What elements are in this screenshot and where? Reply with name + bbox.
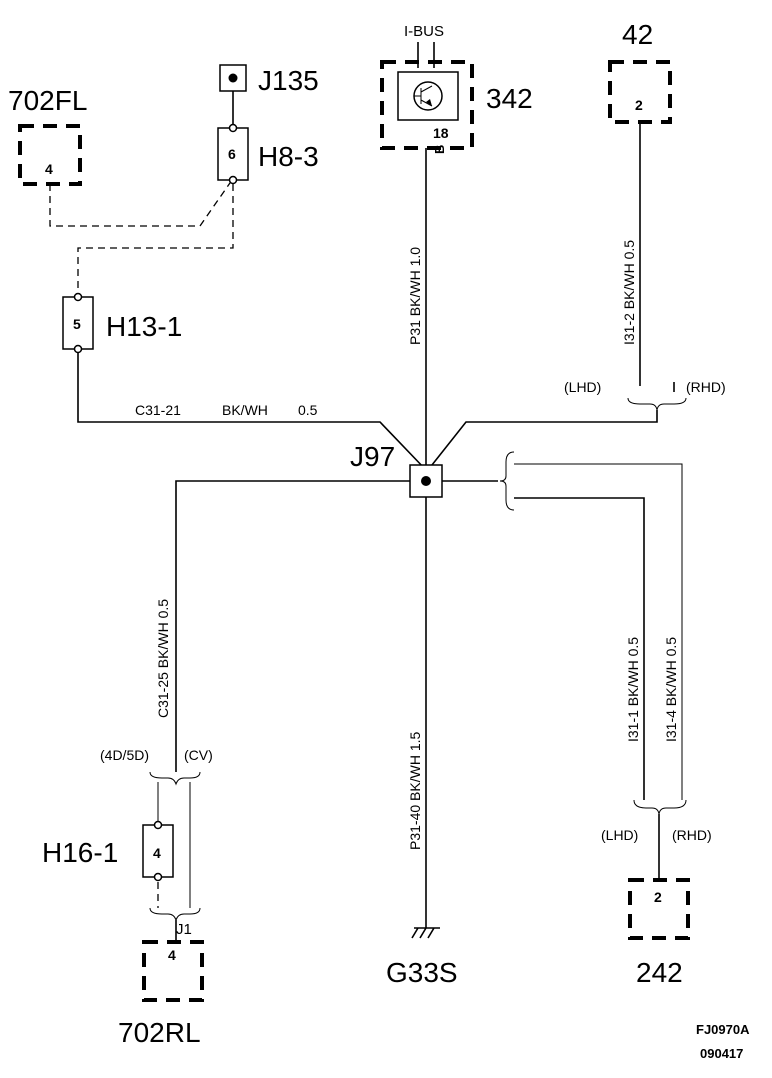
date-code: 090417 xyxy=(700,1046,743,1061)
connector-702rl-box xyxy=(142,940,204,1002)
wire-c31-21-color: BK/WH xyxy=(222,402,268,418)
splice-j135-label: J135 xyxy=(258,65,319,96)
component-342-pin-code: B xyxy=(432,145,447,154)
wire-c31-21-size: 0.5 xyxy=(298,402,318,418)
component-342-box xyxy=(380,60,474,150)
wire-i31-1 xyxy=(514,497,645,800)
connector-h16-1-body xyxy=(142,824,174,878)
component-242-pin: 2 xyxy=(654,889,662,905)
splice-j1-label: J1 xyxy=(176,921,192,938)
variant-brace-bottom xyxy=(633,799,687,815)
wire-i31-4-label: I31-4 BK/WH 0.5 xyxy=(663,637,679,742)
ground-g33s-label: G33S xyxy=(386,957,458,988)
variant-brace-top xyxy=(627,397,687,411)
figure-code: FJ0970A xyxy=(696,1022,750,1037)
variant-brace-j1 xyxy=(149,907,201,922)
wire-p31-label: P31 BK/WH 1.0 xyxy=(407,247,423,345)
component-242-box xyxy=(628,878,690,940)
variant-lhd-top: (LHD) xyxy=(564,379,601,395)
component-42-pin: 2 xyxy=(635,97,643,113)
variant-lhd-bottom: (LHD) xyxy=(601,827,638,843)
component-42-label: 42 xyxy=(622,19,653,50)
connector-h16-1-pin: 4 xyxy=(153,845,161,861)
connector-h16-1-label: H16-1 xyxy=(42,837,118,868)
connector-702fl-label: 702FL xyxy=(8,85,87,116)
connector-h8-3-label: H8-3 xyxy=(258,141,319,172)
variant-cv: (CV) xyxy=(184,747,213,763)
splice-j97-dot xyxy=(421,476,431,486)
variant-rhd-bottom: (RHD) xyxy=(672,827,712,843)
connector-h13-1-label: H13-1 xyxy=(106,311,182,342)
wire-i31-1-label: I31-1 BK/WH 0.5 xyxy=(625,637,641,742)
component-342-label: 342 xyxy=(486,83,533,114)
connector-702rl-label: 702RL xyxy=(118,1017,201,1048)
wire-i31-2-label: I31-2 BK/WH 0.5 xyxy=(621,240,637,345)
wire-p31-40-label: P31-40 BK/WH 1.5 xyxy=(407,732,423,850)
component-242-label: 242 xyxy=(636,957,683,988)
wire-i31-4 xyxy=(514,463,683,800)
splice-j135-dot xyxy=(228,73,238,83)
dashed-wire-702fl xyxy=(49,179,233,227)
connector-h13-1-pin: 5 xyxy=(73,316,81,332)
ibus-label: I-BUS xyxy=(404,23,444,40)
wire-c31-21-id: C31-21 xyxy=(135,402,181,418)
variant-4d5d: (4D/5D) xyxy=(100,747,149,763)
component-342-pin: 18 xyxy=(433,125,449,141)
component-42-box xyxy=(608,60,672,124)
connector-702rl-pin: 4 xyxy=(168,947,176,963)
variant-brace-right xyxy=(499,451,515,511)
variant-brace-h16 xyxy=(149,771,201,786)
wire-to-j97-right xyxy=(427,410,658,471)
wire-c31-25 xyxy=(175,480,410,772)
connector-h13-1-body xyxy=(62,296,94,350)
ground-icon xyxy=(411,927,440,939)
connector-h8-3-pin: 6 xyxy=(228,146,236,162)
wire-c31-21 xyxy=(77,352,427,471)
dashed-wire-h8-3 xyxy=(77,184,234,294)
connector-702fl-pin: 4 xyxy=(45,161,53,177)
wire-c31-25-label: C31-25 BK/WH 0.5 xyxy=(155,599,171,718)
variant-rhd-top: (RHD) xyxy=(686,379,726,395)
splice-j97-label: J97 xyxy=(350,441,395,472)
